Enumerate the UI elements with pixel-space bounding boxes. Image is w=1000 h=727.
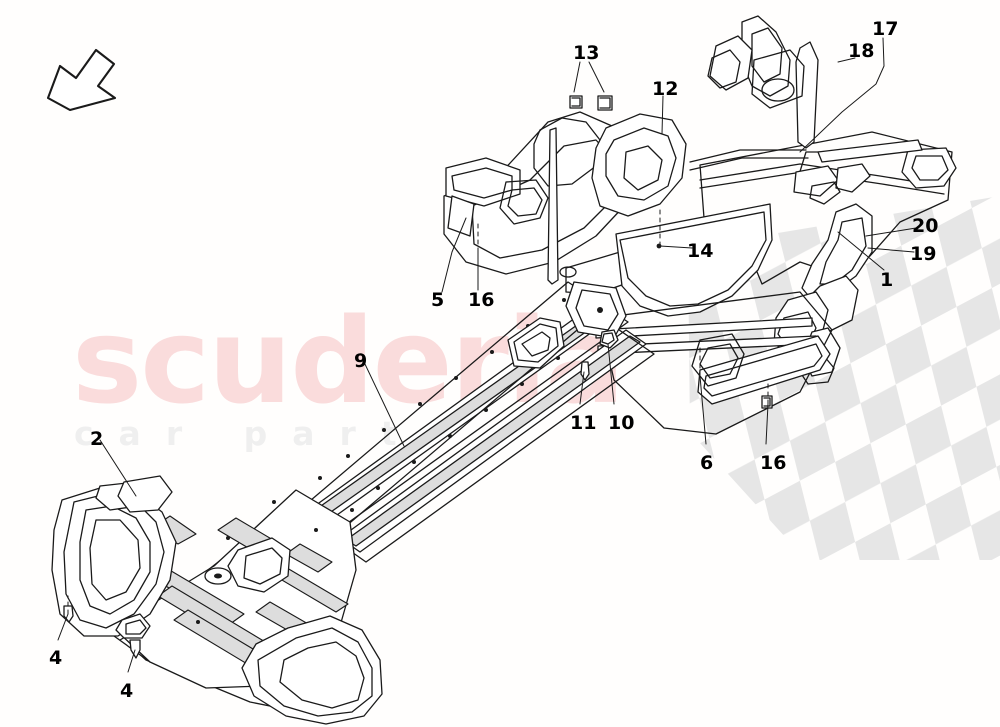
callout-label-16-upper[interactable]: 16 xyxy=(468,289,495,311)
callout-dashed-leaders xyxy=(67,207,769,615)
callout-label-18[interactable]: 18 xyxy=(848,40,875,62)
callout-label-17[interactable]: 17 xyxy=(872,18,899,40)
callout-label-11[interactable]: 11 xyxy=(570,412,597,434)
callout-label-12[interactable]: 12 xyxy=(652,78,679,100)
callout-label-6[interactable]: 6 xyxy=(700,452,714,474)
callout-label-9[interactable]: 9 xyxy=(354,350,368,372)
side-sill-rails xyxy=(303,281,655,563)
callout-label-4-left[interactable]: 4 xyxy=(49,647,63,669)
callout-leader-lines xyxy=(57,37,917,673)
callout-label-5[interactable]: 5 xyxy=(431,289,445,311)
callout-label-14[interactable]: 14 xyxy=(687,240,714,262)
callout-label-19[interactable]: 19 xyxy=(910,243,937,265)
callout-label-13[interactable]: 13 xyxy=(573,42,600,64)
direction-arrow-icon xyxy=(46,48,117,112)
callout-label-2[interactable]: 2 xyxy=(90,428,104,450)
callout-label-4-bottom[interactable]: 4 xyxy=(120,680,134,702)
main-floor-pan xyxy=(51,475,383,725)
heat-shield-panel xyxy=(615,203,773,317)
callout-label-20[interactable]: 20 xyxy=(912,215,939,237)
watermark-sub-text: car parts xyxy=(74,414,467,453)
callout-label-1[interactable]: 1 xyxy=(880,269,894,291)
callout-label-16-lower[interactable]: 16 xyxy=(760,452,787,474)
callout-label-10[interactable]: 10 xyxy=(608,412,635,434)
